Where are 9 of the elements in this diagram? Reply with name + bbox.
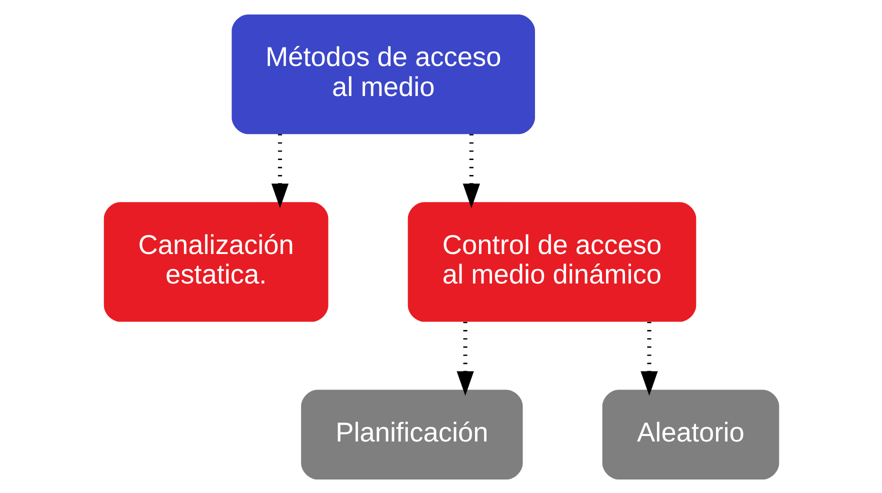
node-box: Aleatorio bbox=[602, 389, 779, 480]
node-box: Control de acceso al medio dinámico bbox=[407, 202, 696, 322]
arrow bbox=[462, 134, 480, 208]
node-box: Planificación bbox=[300, 389, 522, 480]
node-box: Canalización estatica. bbox=[103, 202, 328, 322]
arrow bbox=[640, 321, 658, 396]
node-box: Métodos de acceso al medio bbox=[231, 14, 534, 134]
arrow bbox=[456, 321, 474, 396]
arrow bbox=[270, 134, 288, 208]
